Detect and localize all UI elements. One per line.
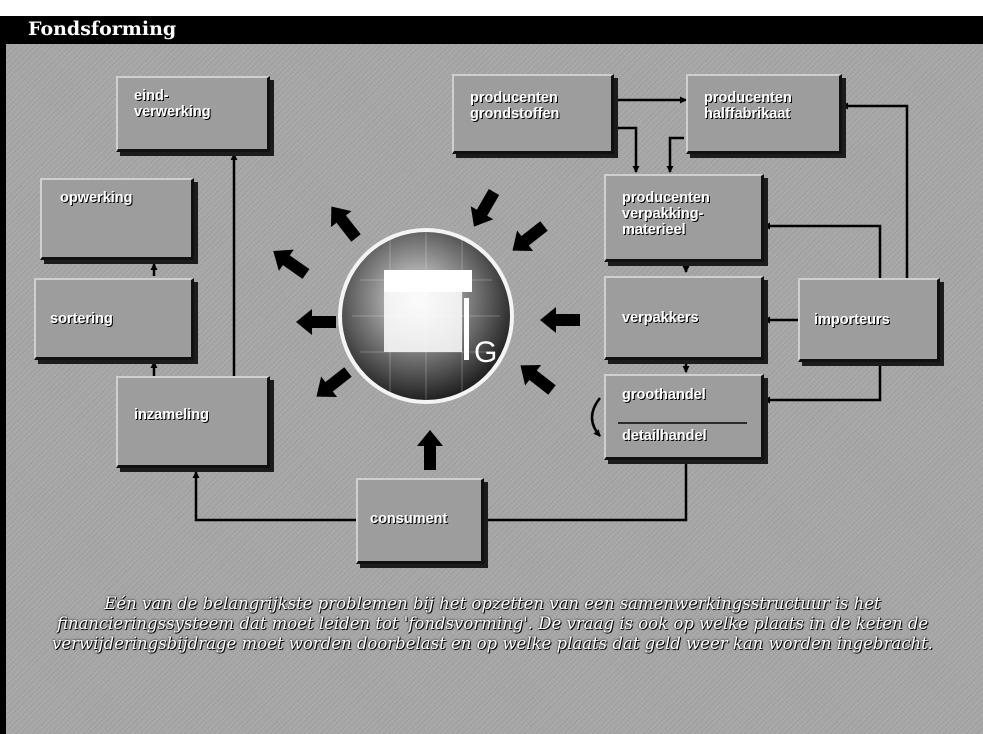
- arrow-importeurs-to-groothandel: [763, 362, 882, 404]
- money-flow-arrows: [273, 189, 580, 470]
- box-producenten-halffabrikaat: producenten halffabrikaat: [686, 74, 842, 154]
- arrow-groothandel-to-detailhandel: [590, 397, 601, 437]
- groothandel-divider: [618, 422, 747, 424]
- box-eindverwerking-line1: eind-: [134, 87, 169, 104]
- box-verpakkers: verpakkers: [604, 276, 764, 360]
- radial-arrow-in-lower-right: [520, 364, 556, 395]
- box-groothandel-label: groothandel: [622, 387, 706, 404]
- box-sortering-label: sortering: [50, 310, 113, 327]
- diagram-caption: Eén van de belangrijkste problemen bij h…: [52, 594, 933, 653]
- box-verpakkingmateriaal-line3: materieel: [622, 222, 686, 239]
- box-halffabrikaat-line2: halffabrikaat: [704, 106, 791, 122]
- arrow-importeurs-to-halffabrikaat: [841, 102, 909, 278]
- box-consument: consument: [356, 478, 484, 564]
- arrow-detailhandel-to-consument: [479, 458, 688, 524]
- box-grondstoffen-line1: producenten: [470, 90, 558, 106]
- box-eindverwerking: eind- verwerking: [116, 76, 270, 152]
- box-grondstoffen-line2: grondstoffen: [470, 106, 560, 122]
- radial-arrow-in-upper-right: [512, 221, 548, 252]
- box-inzameling-label: inzameling: [134, 406, 209, 423]
- title-bar: Fondsforming: [0, 16, 983, 44]
- radial-arrow-in-top: [470, 189, 500, 227]
- central-fund-logo: [338, 228, 514, 404]
- box-opwerking: opwerking: [40, 178, 194, 260]
- box-verpakkingmateriaal-line1: producenten: [622, 190, 710, 207]
- box-sortering: sortering: [34, 278, 194, 360]
- box-verpakkers-label: verpakkers: [622, 309, 699, 326]
- radial-arrow-out-left: [296, 309, 336, 335]
- box-producenten-grondstoffen: producenten grondstoffen: [452, 74, 614, 154]
- radial-arrow-in-bottom: [417, 430, 443, 470]
- box-verpakkingmateriaal-line2: verpakking-: [622, 206, 704, 223]
- box-importeurs-label: importeurs: [814, 311, 890, 328]
- box-groothandel-detailhandel: groothandel detailhandel: [604, 374, 764, 460]
- page-title: Fondsforming: [28, 18, 177, 40]
- box-importeurs: importeurs: [798, 278, 940, 362]
- radial-arrow-out-lower-left: [316, 367, 352, 398]
- arrow-importeurs-to-verpakkingmateriaal: [763, 222, 882, 278]
- arrow-consument-to-inzameling: [192, 471, 356, 522]
- box-detailhandel-label: detailhandel: [622, 427, 707, 444]
- box-producenten-verpakkingmateriaal: producenten verpakking- materieel: [604, 174, 764, 262]
- radial-arrow-out-top-left: [330, 206, 361, 242]
- box-inzameling: inzameling: [116, 376, 270, 468]
- arrow-halffabrikaat-to-verpakkingmateriaal: [666, 136, 684, 173]
- left-border: [0, 44, 6, 734]
- box-opwerking-label: opwerking: [60, 190, 133, 207]
- box-consument-label: consument: [370, 510, 448, 527]
- radial-arrow-in-right: [540, 307, 580, 333]
- arrow-grondstoffen-to-verpakkingmateriaal: [614, 126, 640, 173]
- box-eindverwerking-line2: verwerking: [134, 103, 211, 120]
- box-halffabrikaat-line1: producenten: [704, 90, 792, 106]
- logo-letter: G: [474, 336, 497, 369]
- radial-arrow-out-upper-left: [273, 249, 310, 279]
